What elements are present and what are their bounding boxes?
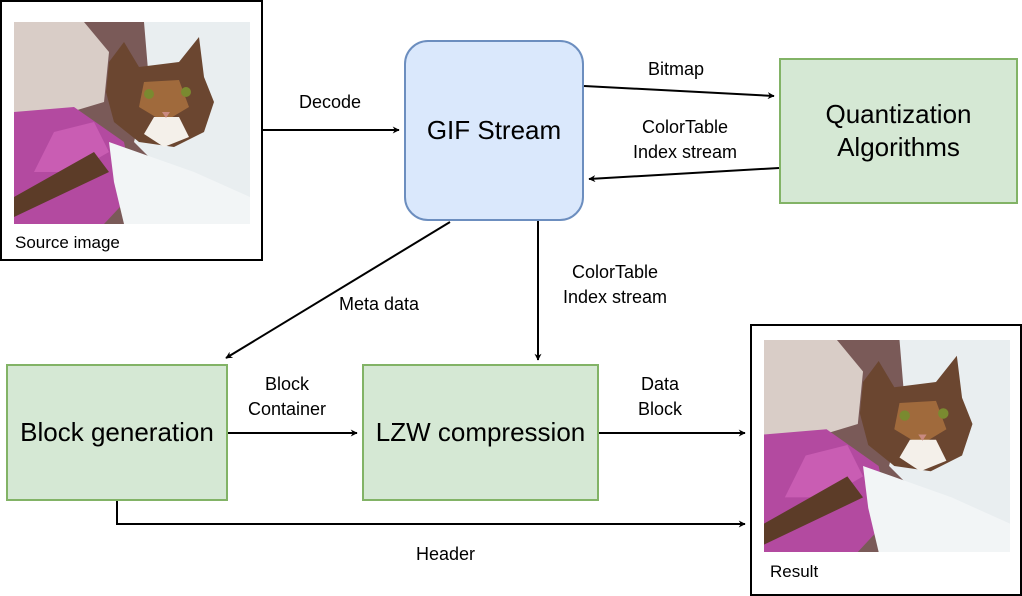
gif-stream-node: GIF Stream <box>404 40 584 221</box>
lzw-compression-node: LZW compression <box>362 364 599 501</box>
block-container-line2: Container <box>247 399 327 419</box>
result-image-caption: Result <box>770 562 819 581</box>
source-image-frame: Source image <box>0 0 263 261</box>
source-cat-photo <box>14 22 250 224</box>
quantization-algorithms-node: Quantization Algorithms <box>779 58 1018 204</box>
bitmap-arrow <box>583 85 775 100</box>
header-label: Header <box>416 544 476 564</box>
colortable-down-line2: Index stream <box>562 287 668 307</box>
meta-data-label: Meta data <box>339 294 420 314</box>
source-image-caption: Source image <box>15 233 120 252</box>
colortable-top-line1: ColorTable <box>641 117 729 137</box>
data-block-line1: Data <box>640 374 680 394</box>
result-cat-photo <box>764 340 1010 552</box>
colortable-down-line1: ColorTable <box>571 262 659 282</box>
bitmap-label: Bitmap <box>648 59 705 79</box>
data-block-line2: Block <box>637 399 682 419</box>
meta-data-arrow <box>225 221 451 359</box>
data-block-label: Data Block <box>620 372 700 422</box>
quantization-label-line1: Quantization <box>825 99 972 129</box>
block-container-line1: Block <box>264 374 309 394</box>
colortable-return-arrow <box>588 167 780 183</box>
block-generation-node: Block generation <box>6 364 228 501</box>
result-image-frame: Result <box>750 324 1022 596</box>
colortable-top-line2: Index stream <box>632 142 738 162</box>
decode-label: Decode <box>299 92 362 112</box>
gif-stream-label: GIF Stream <box>426 115 562 145</box>
quantization-label-line2: Algorithms <box>837 132 960 162</box>
colortable-index-down-label: ColorTable Index stream <box>550 260 680 310</box>
lzw-compression-label: LZW compression <box>375 417 586 447</box>
header-arrow <box>116 501 746 528</box>
block-container-label: Block Container <box>232 372 342 422</box>
block-generation-label: Block generation <box>20 417 214 447</box>
colortable-index-top-label: ColorTable Index stream <box>620 115 750 165</box>
